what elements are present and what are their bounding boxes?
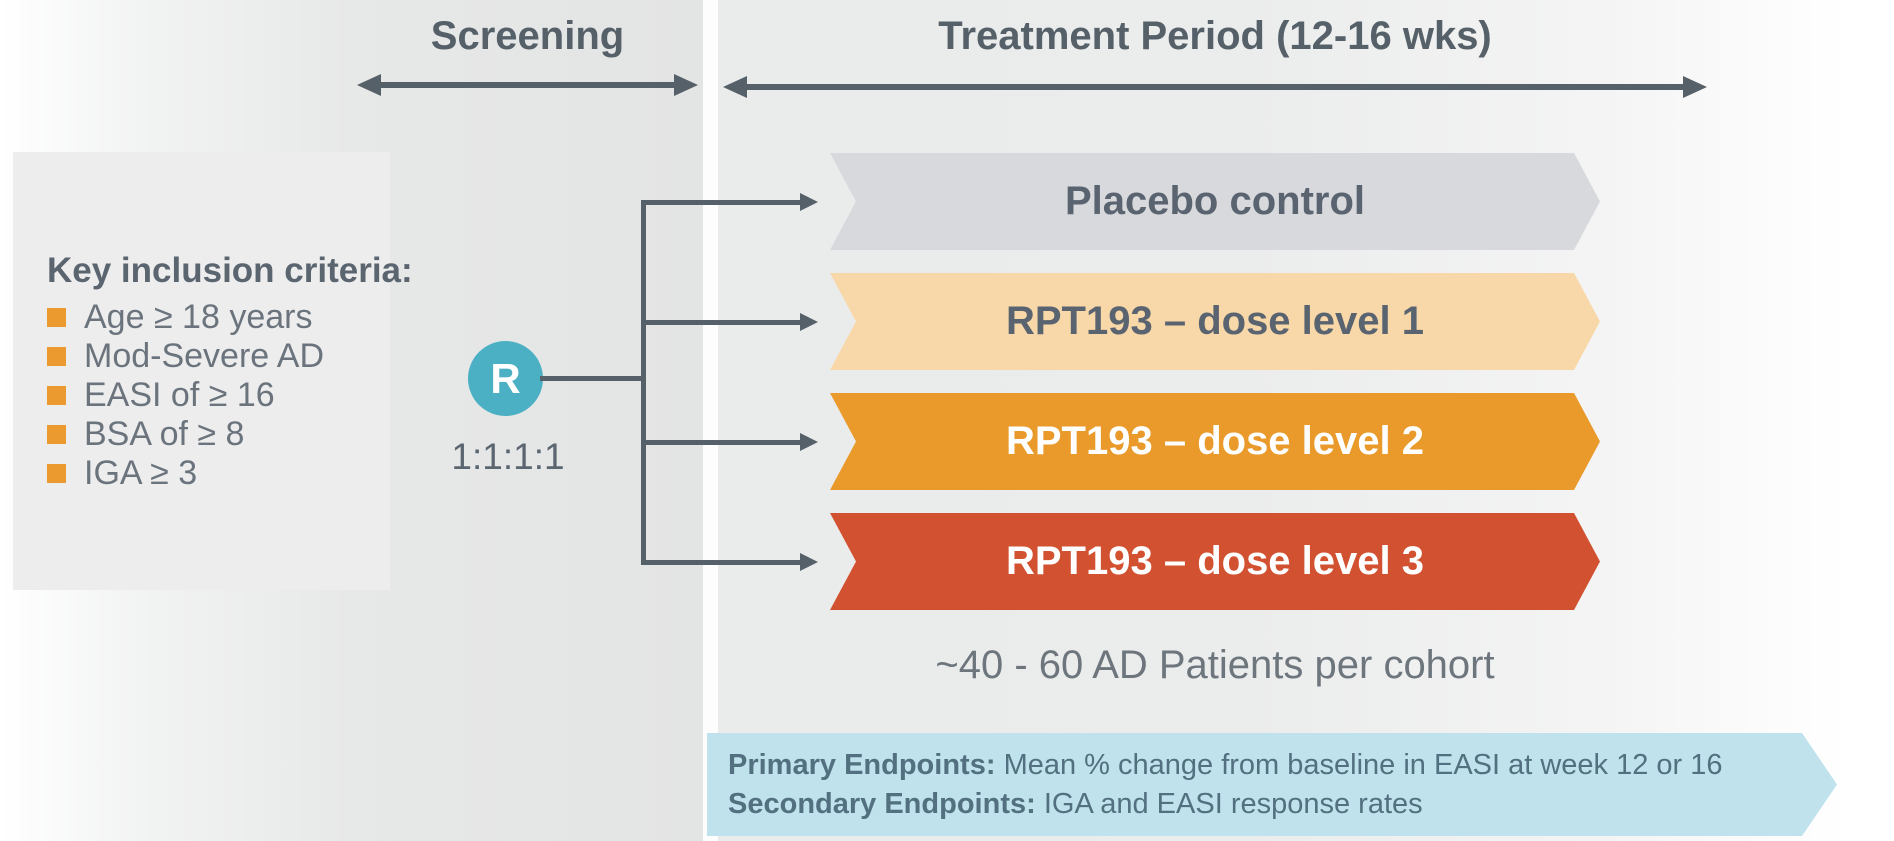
randomization-ratio: 1:1:1:1 [451, 436, 565, 477]
arm-bar-placebo: Placebo control [830, 153, 1600, 250]
primary-endpoints-label: Primary Endpoints: [728, 749, 996, 781]
primary-endpoints-line: Primary Endpoints: Mean % change from ba… [728, 746, 1723, 785]
branch-arrow-2 [643, 313, 818, 331]
inclusion-criteria-heading: Key inclusion criteria: [47, 251, 413, 290]
bullet-square-icon [47, 386, 66, 405]
bullet-square-icon [47, 464, 66, 483]
secondary-endpoints-line: Secondary Endpoints: IGA and EASI respon… [728, 785, 1423, 824]
arrowhead-right-icon [800, 553, 818, 571]
list-item: EASI of ≥ 16 [47, 376, 324, 415]
secondary-endpoints-value: IGA and EASI response rates [1043, 788, 1423, 820]
arm-bar-dose-3: RPT193 – dose level 3 [830, 513, 1600, 610]
arrow-shaft [643, 320, 800, 325]
arrow-shaft [643, 440, 800, 445]
arm-bar-dose-1: RPT193 – dose level 1 [830, 273, 1600, 370]
primary-endpoints-value: Mean % change from baseline in EASI at w… [1003, 749, 1723, 781]
arrow-shaft [643, 560, 800, 565]
criteria-text: BSA of ≥ 8 [84, 415, 245, 453]
arrow-shaft [375, 82, 680, 88]
branch-vertical-line [641, 200, 646, 565]
screening-duration-arrow [357, 74, 698, 96]
arrowhead-left-icon [357, 74, 381, 96]
inclusion-criteria-list: Age ≥ 18 years Mod-Severe AD EASI of ≥ 1… [47, 298, 324, 493]
list-item: IGA ≥ 3 [47, 454, 324, 493]
bullet-square-icon [47, 308, 66, 327]
arrow-shaft [741, 84, 1689, 90]
treatment-duration-arrow [723, 76, 1707, 98]
branch-arrow-3 [643, 433, 818, 451]
randomizer-connector-line [540, 376, 645, 381]
randomization-circle: R [468, 341, 543, 416]
screening-phase-label: Screening [430, 14, 625, 58]
arm-bar-dose-2: RPT193 – dose level 2 [830, 393, 1600, 490]
cohort-size-note: ~40 - 60 AD Patients per cohort [935, 643, 1495, 687]
list-item: BSA of ≥ 8 [47, 415, 324, 454]
bullet-square-icon [47, 347, 66, 366]
arrow-shaft [643, 200, 800, 205]
list-item: Age ≥ 18 years [47, 298, 324, 337]
treatment-phase-label: Treatment Period (12-16 wks) [938, 14, 1492, 58]
criteria-text: IGA ≥ 3 [84, 454, 198, 492]
list-item: Mod-Severe AD [47, 337, 324, 376]
branch-arrow-1 [643, 193, 818, 211]
arrowhead-right-icon [800, 193, 818, 211]
arrowhead-right-icon [800, 433, 818, 451]
criteria-text: EASI of ≥ 16 [84, 376, 275, 414]
secondary-endpoints-label: Secondary Endpoints: [728, 788, 1036, 820]
arrowhead-right-icon [674, 74, 698, 96]
phase-divider [703, 0, 718, 841]
arrowhead-right-icon [1683, 76, 1707, 98]
bullet-square-icon [47, 425, 66, 444]
arrowhead-left-icon [723, 76, 747, 98]
criteria-text: Age ≥ 18 years [84, 298, 313, 336]
inclusion-criteria-panel [13, 152, 390, 590]
endpoints-banner: Primary Endpoints: Mean % change from ba… [707, 733, 1837, 836]
branch-arrow-4 [643, 553, 818, 571]
arrowhead-right-icon [800, 313, 818, 331]
criteria-text: Mod-Severe AD [84, 337, 324, 375]
